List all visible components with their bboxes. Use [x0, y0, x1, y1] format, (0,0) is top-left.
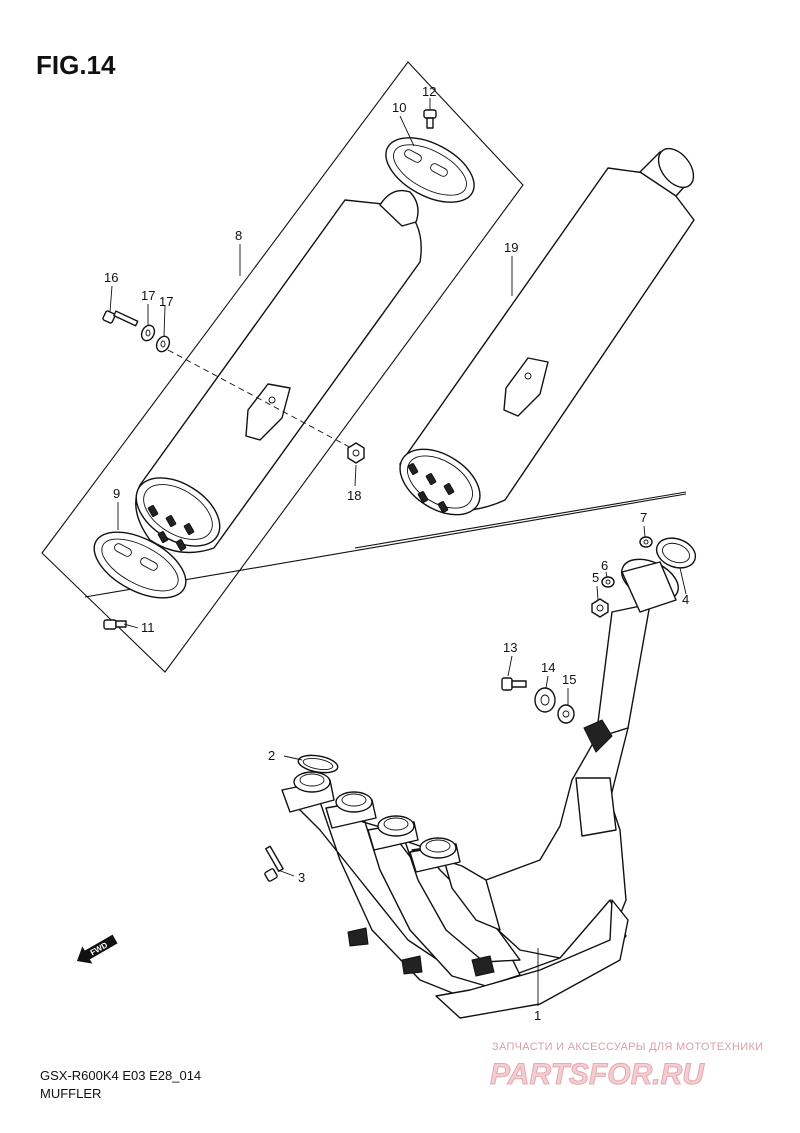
header-flange-1 [281, 771, 335, 813]
washer-6 [601, 576, 615, 588]
gasket-4 [655, 537, 697, 569]
header-flange-3 [367, 815, 419, 851]
alignment-line-16-18 [167, 349, 356, 451]
exhaust-pipe [281, 558, 679, 1019]
callout-14: 14 [541, 660, 555, 675]
washer-17a [140, 324, 156, 342]
band-rear [385, 137, 475, 203]
muffler-left [135, 189, 422, 554]
washer-7 [639, 536, 653, 548]
callout-4: 4 [682, 592, 689, 607]
callout-15: 15 [562, 672, 576, 687]
callout-11: 11 [141, 620, 155, 635]
callout-8: 8 [235, 228, 242, 243]
callout-19: 19 [504, 240, 518, 255]
nut-18 [347, 442, 365, 464]
muffler-right [399, 147, 695, 516]
callout-7: 7 [640, 510, 647, 525]
callout-18: 18 [347, 488, 361, 503]
washer-17b [155, 335, 171, 353]
callout-5: 5 [592, 570, 599, 585]
bush-14 [534, 687, 556, 713]
leader-lines [109, 98, 687, 1006]
section-name: MUFFLER [40, 1086, 101, 1101]
bolt-3 [264, 845, 284, 882]
model-code: GSX-R600K4 E03 E28_014 [40, 1068, 201, 1083]
header-flange-4 [409, 837, 461, 873]
bolt-13 [501, 677, 527, 691]
callout-6: 6 [601, 558, 608, 573]
callout-17b: 17 [159, 294, 173, 309]
callout-16: 16 [104, 270, 118, 285]
nut-5 [591, 598, 609, 618]
watermark-tagline: ЗАПЧАСТИ И АКСЕССУАРЫ ДЛЯ МОТОТЕХНИКИ [492, 1041, 763, 1053]
callout-9: 9 [113, 486, 120, 501]
assembly-boundary-box [41, 61, 524, 673]
bolt-16 [102, 310, 139, 327]
gasket-2 [297, 754, 339, 774]
figure-title: FIG.14 [36, 50, 116, 80]
reference-line-upper [354, 491, 687, 549]
washer-15 [557, 704, 575, 724]
header-flange-2 [325, 791, 377, 829]
callout-13: 13 [503, 640, 517, 655]
bolt-11 [103, 619, 127, 630]
callout-2: 2 [268, 748, 275, 763]
callout-10: 10 [392, 100, 406, 115]
callout-3: 3 [298, 870, 305, 885]
bolt-12 [423, 109, 437, 129]
callout-17a: 17 [141, 288, 155, 303]
watermark-logo: PARTSFOR.RU [490, 1058, 705, 1091]
callout-12: 12 [422, 84, 436, 99]
callout-1: 1 [534, 1008, 541, 1023]
forward-direction-arrow: FWD [76, 934, 118, 964]
band-front [93, 531, 187, 599]
